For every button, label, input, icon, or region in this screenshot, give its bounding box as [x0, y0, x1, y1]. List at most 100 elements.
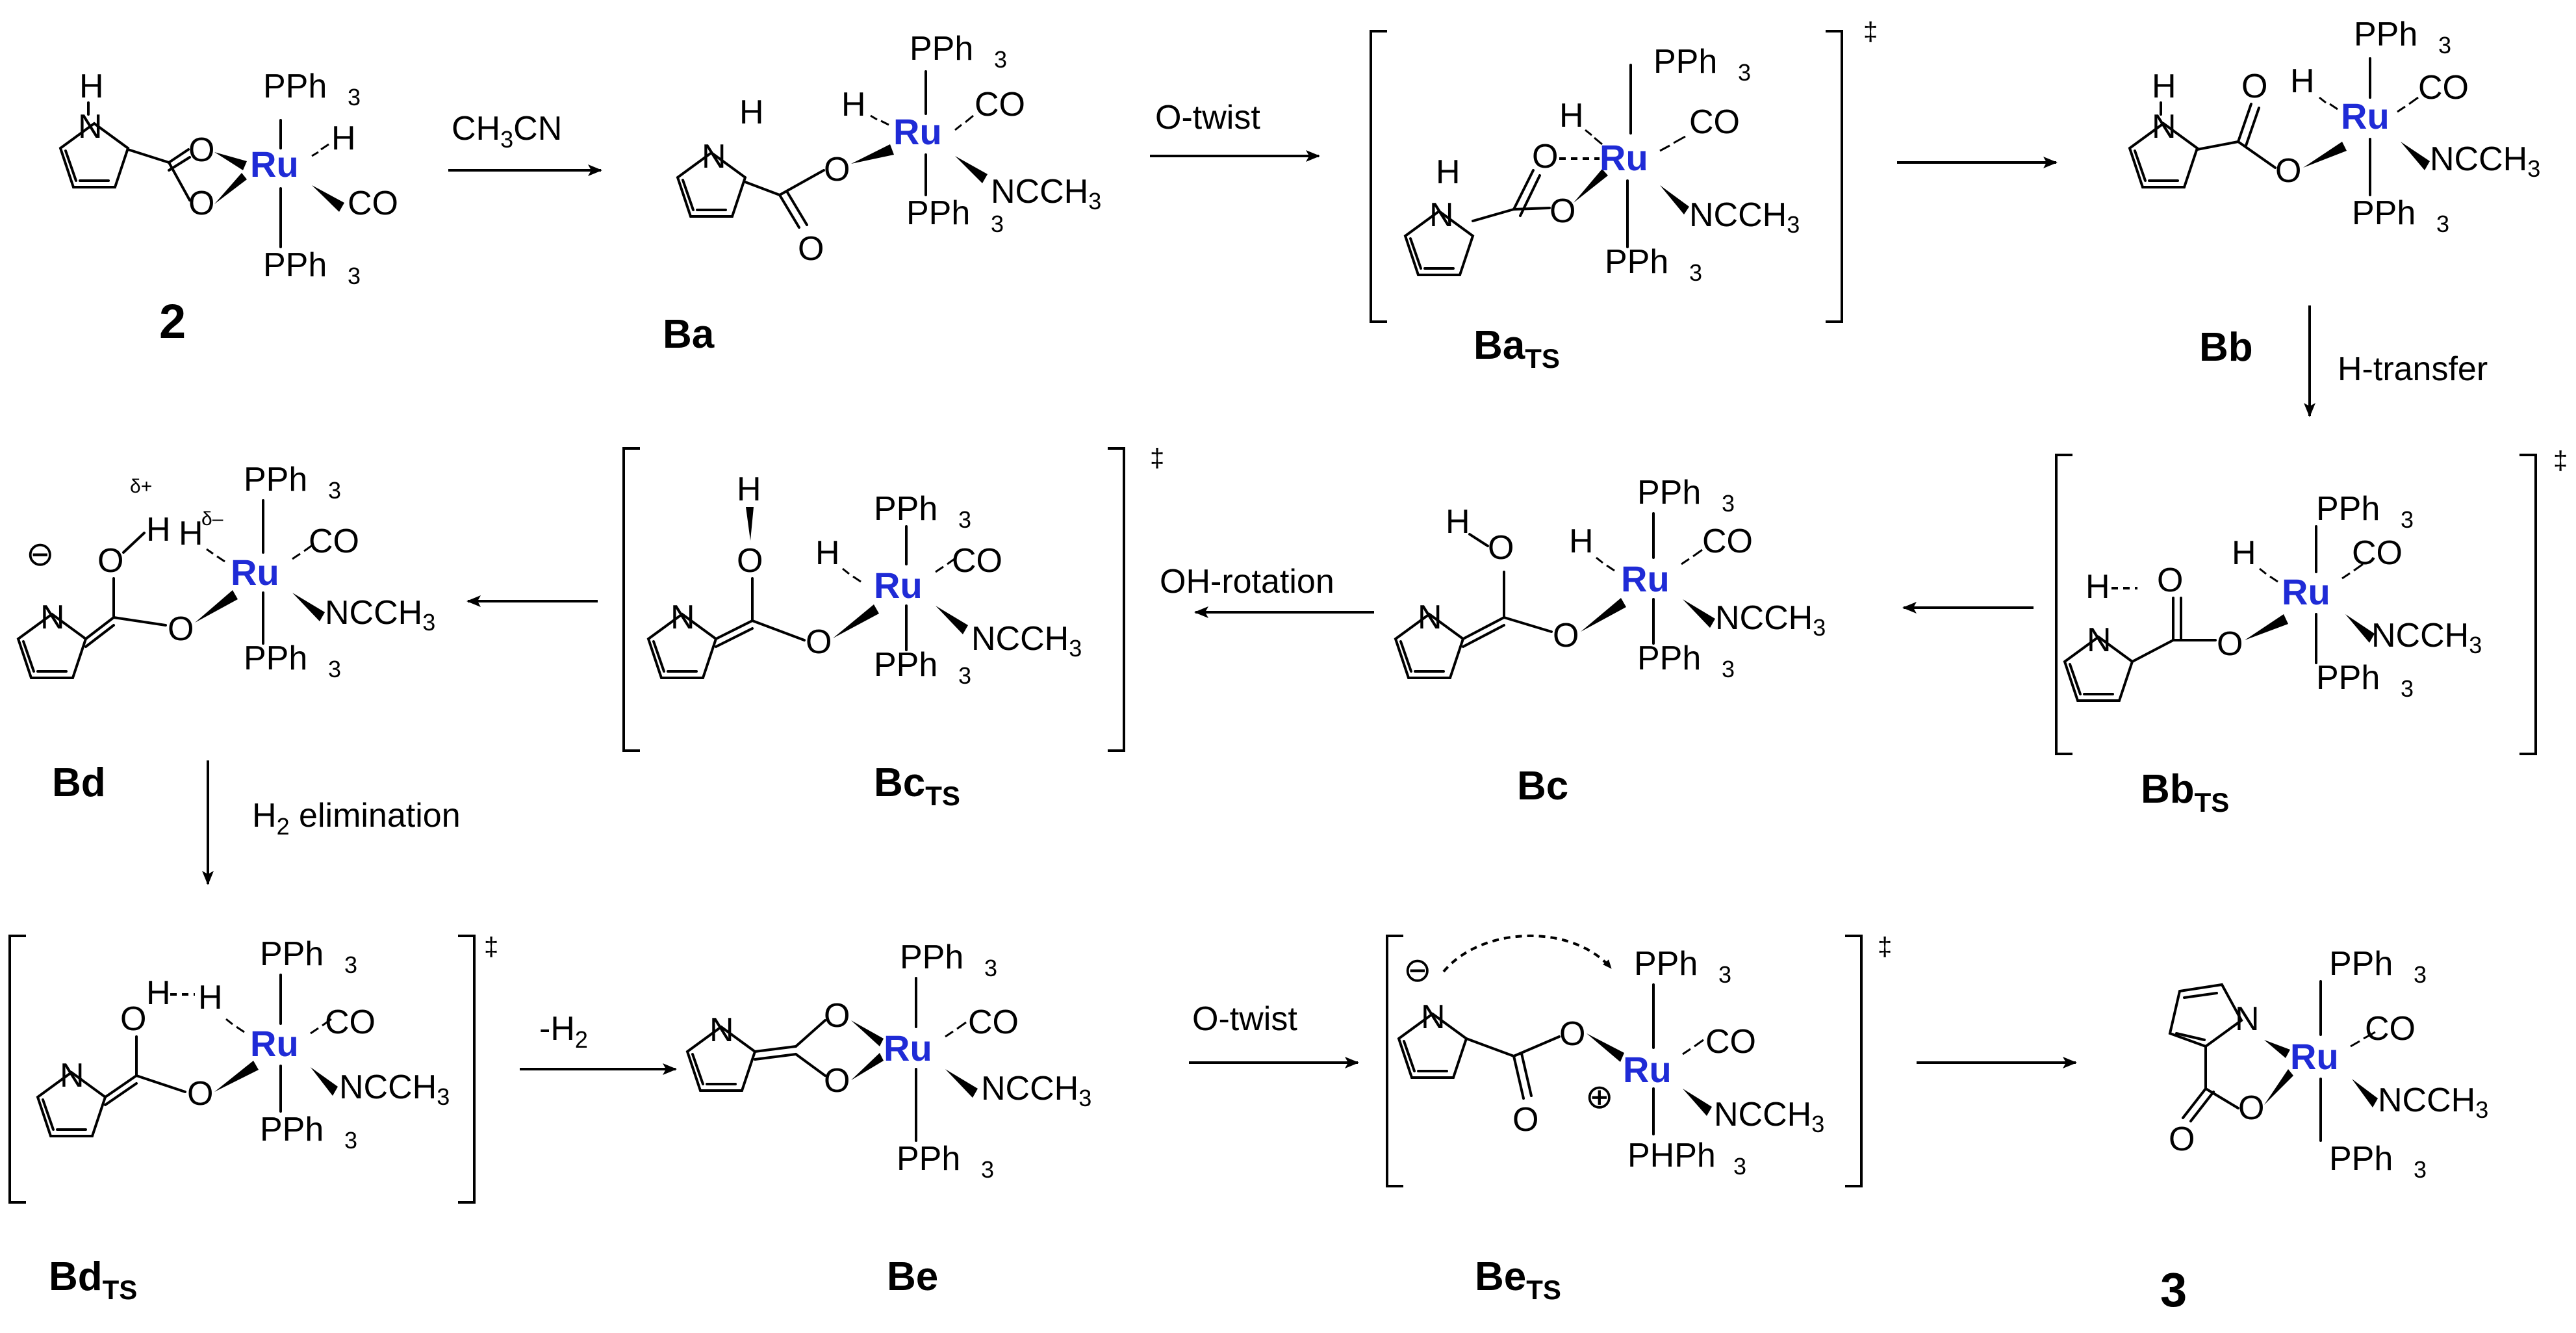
h-atom: H — [79, 68, 104, 105]
svg-text:O: O — [188, 185, 214, 222]
svg-text:Ru: Ru — [893, 111, 942, 152]
svg-text:O: O — [1549, 192, 1575, 230]
svg-text:NCCH3: NCCH3 — [981, 1070, 1091, 1111]
svg-text:N: N — [2235, 1000, 2260, 1038]
svg-text:3: 3 — [328, 656, 341, 682]
svg-text:PPh: PPh — [874, 490, 937, 528]
step-8-condition: H2 elimination — [252, 797, 461, 840]
svg-text:PPh: PPh — [906, 194, 970, 232]
svg-text:N: N — [40, 599, 65, 636]
svg-text:CO: CO — [975, 86, 1025, 123]
svg-text:3: 3 — [348, 263, 361, 289]
svg-text:3: 3 — [348, 84, 361, 110]
svg-text:Ru: Ru — [2341, 96, 2390, 136]
label-BbTS: BbTS — [2141, 767, 2229, 818]
svg-text:O: O — [1532, 138, 1558, 175]
svg-text:O: O — [2217, 625, 2243, 663]
svg-text:CO: CO — [2418, 69, 2469, 107]
svg-text:3: 3 — [958, 662, 971, 689]
svg-text:PPh: PPh — [900, 938, 963, 976]
svg-text:Ru: Ru — [874, 565, 923, 606]
svg-text:O: O — [824, 997, 850, 1035]
svg-text:PHPh: PHPh — [1627, 1137, 1716, 1174]
svg-text:O: O — [824, 1062, 850, 1100]
svg-text:PPh: PPh — [244, 461, 307, 498]
svg-text:O: O — [1512, 1101, 1538, 1139]
svg-text:O: O — [737, 542, 763, 580]
svg-text:3: 3 — [981, 1156, 994, 1183]
svg-text:Ru: Ru — [884, 1028, 932, 1068]
svg-text:δ–: δ– — [201, 508, 223, 530]
svg-text:PPh: PPh — [260, 935, 324, 973]
svg-text:3: 3 — [2401, 506, 2414, 533]
svg-text:PPh: PPh — [2329, 945, 2393, 983]
svg-text:Ru: Ru — [231, 552, 279, 593]
svg-text:3: 3 — [1689, 259, 1702, 286]
svg-text:PPh: PPh — [2329, 1140, 2393, 1178]
svg-text:3: 3 — [1718, 961, 1731, 988]
svg-text:NCCH3: NCCH3 — [1715, 599, 1826, 641]
step-9-condition: -H2 — [539, 1010, 588, 1053]
ruthenium-atom: Ru — [250, 144, 299, 185]
label-BeTS: BeTS — [1475, 1254, 1561, 1305]
svg-text:H: H — [198, 979, 223, 1016]
svg-text:PPh: PPh — [1634, 945, 1698, 983]
svg-text:O: O — [120, 1000, 146, 1038]
svg-text:δ+: δ+ — [130, 476, 152, 497]
svg-text:H: H — [179, 515, 203, 552]
step-1-condition: CH3CN — [452, 110, 562, 153]
step-10-condition: O-twist — [1192, 1000, 1297, 1038]
svg-text:PPh: PPh — [2354, 16, 2417, 53]
svg-text:NCCH3: NCCH3 — [2378, 1081, 2488, 1123]
svg-text:N: N — [709, 1011, 734, 1049]
svg-text:3: 3 — [1722, 490, 1735, 517]
svg-text:H: H — [1569, 523, 1594, 560]
svg-text:H: H — [1559, 97, 1584, 135]
svg-text:PPh: PPh — [263, 246, 327, 284]
svg-text:O: O — [1553, 617, 1579, 654]
svg-text:O: O — [2157, 562, 2183, 599]
svg-text:O: O — [824, 151, 850, 188]
svg-text:H: H — [841, 86, 866, 123]
svg-text:N: N — [1418, 599, 1442, 636]
svg-text:O: O — [2238, 1089, 2264, 1127]
svg-text:H: H — [739, 94, 764, 131]
svg-text:O: O — [1559, 1015, 1585, 1053]
svg-text:3: 3 — [991, 211, 1004, 237]
svg-text:3: 3 — [2414, 1156, 2427, 1183]
svg-text:O: O — [2169, 1120, 2195, 1158]
svg-text:O: O — [798, 230, 824, 268]
svg-text:H: H — [737, 471, 761, 508]
svg-text:PPh: PPh — [910, 30, 973, 68]
svg-text:‡: ‡ — [2553, 446, 2568, 475]
svg-text:O: O — [2275, 152, 2301, 190]
cationic-charge: ⊕ — [1585, 1078, 1614, 1116]
svg-text:‡: ‡ — [1878, 933, 1892, 961]
step-6-condition: OH-rotation — [1160, 563, 1334, 601]
svg-text:N: N — [702, 138, 726, 175]
svg-text:CO: CO — [968, 1003, 1019, 1041]
svg-text:N: N — [1429, 196, 1454, 234]
svg-text:3: 3 — [1733, 1153, 1746, 1180]
label-BdTS: BdTS — [49, 1254, 137, 1305]
svg-text:Ru: Ru — [1600, 137, 1648, 178]
svg-text:CO: CO — [1702, 523, 1753, 560]
svg-text:Ru: Ru — [2290, 1036, 2339, 1077]
svg-text:PPh: PPh — [244, 640, 307, 677]
svg-text:CO: CO — [952, 542, 1002, 580]
svg-text:3: 3 — [2401, 675, 2414, 702]
svg-text:PPh: PPh — [1605, 243, 1668, 281]
svg-text:3: 3 — [994, 46, 1007, 73]
svg-text:N: N — [2087, 621, 2111, 659]
svg-text:PPh: PPh — [2316, 490, 2380, 528]
step-4-condition: H-transfer — [2338, 350, 2488, 388]
svg-text:Ru: Ru — [2282, 571, 2330, 612]
